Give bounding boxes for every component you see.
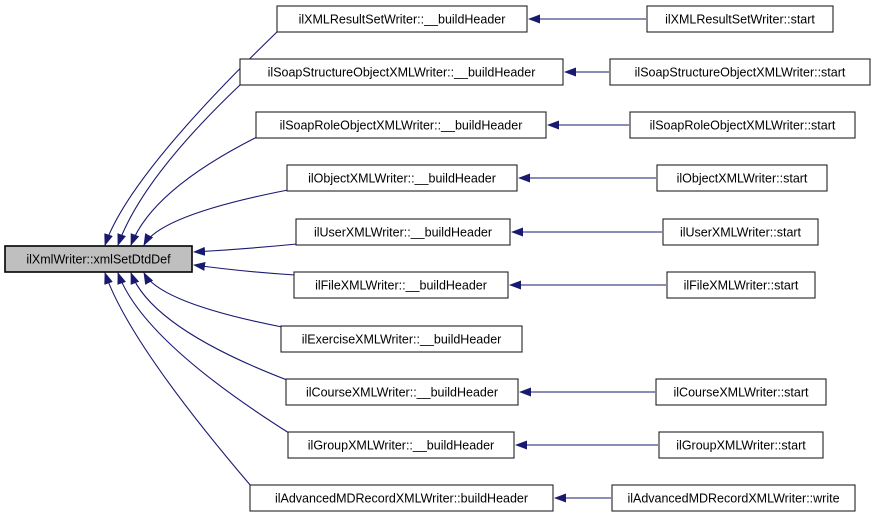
origin-node-2-label[interactable]: ilSoapRoleObjectXMLWriter::start bbox=[650, 119, 836, 133]
origin-node-7-box[interactable] bbox=[655, 378, 827, 406]
origin-node-2[interactable]: ilSoapRoleObjectXMLWriter::start bbox=[629, 111, 856, 139]
origin-node-8-label[interactable]: ilGroupXMLWriter::start bbox=[676, 439, 806, 453]
focus-node: ilXmlWriter::xmlSetDtdDef bbox=[4, 245, 193, 273]
edge-caller-3-to-focus bbox=[143, 189, 289, 246]
caller-node-5-box[interactable] bbox=[293, 271, 509, 299]
origin-node-1[interactable]: ilSoapStructureObjectXMLWriter::start bbox=[609, 58, 871, 86]
origin-node-5-box[interactable] bbox=[666, 271, 816, 299]
caller-node-5[interactable]: ilFileXMLWriter::__buildHeader bbox=[293, 271, 509, 299]
caller-node-7-label[interactable]: ilCourseXMLWriter::__buildHeader bbox=[306, 386, 498, 400]
origin-node-1-label[interactable]: ilSoapStructureObjectXMLWriter::start bbox=[635, 66, 846, 80]
origin-node-8[interactable]: ilGroupXMLWriter::start bbox=[658, 431, 824, 459]
edge-caller-9-to-focus bbox=[104, 272, 252, 487]
origin-node-0-label[interactable]: ilXMLResultSetWriter::start bbox=[665, 13, 815, 27]
caller-node-2[interactable]: ilSoapRoleObjectXMLWriter::__buildHeader bbox=[255, 111, 547, 139]
origin-node-1-box[interactable] bbox=[609, 58, 871, 86]
caller-node-9-label[interactable]: ilAdvancedMDRecordXMLWriter::buildHeader bbox=[275, 492, 528, 506]
origin-node-0-box[interactable] bbox=[646, 5, 834, 33]
caller-node-2-label[interactable]: ilSoapRoleObjectXMLWriter::__buildHeader bbox=[280, 119, 523, 133]
caller-node-3-label[interactable]: ilObjectXMLWriter::__buildHeader bbox=[308, 172, 496, 186]
caller-node-4-label[interactable]: ilUserXMLWriter::__buildHeader bbox=[314, 226, 492, 240]
caller-node-6-box[interactable] bbox=[280, 325, 523, 353]
caller-node-1-box[interactable] bbox=[239, 58, 564, 86]
origin-node-4-label[interactable]: ilUserXMLWriter::start bbox=[680, 226, 802, 240]
caller-node-3-box[interactable] bbox=[286, 164, 518, 192]
caller-node-7-box[interactable] bbox=[285, 378, 519, 406]
origin-node-4-box[interactable] bbox=[662, 218, 819, 246]
caller-node-6[interactable]: ilExerciseXMLWriter::__buildHeader bbox=[280, 325, 523, 353]
caller-node-0[interactable]: ilXMLResultSetWriter::__buildHeader bbox=[276, 5, 528, 33]
edge-caller-2-to-focus bbox=[130, 136, 258, 246]
caller-node-6-label[interactable]: ilExerciseXMLWriter::__buildHeader bbox=[302, 333, 502, 347]
caller-node-0-box[interactable] bbox=[276, 5, 528, 33]
origin-node-3[interactable]: ilObjectXMLWriter::start bbox=[656, 164, 828, 192]
origin-node-7[interactable]: ilCourseXMLWriter::start bbox=[655, 378, 827, 406]
edge-caller-7-to-focus bbox=[130, 272, 288, 381]
origin-node-8-box[interactable] bbox=[658, 431, 824, 459]
focus-node-label: ilXmlWriter::xmlSetDtdDef bbox=[26, 253, 171, 267]
origin-node-5[interactable]: ilFileXMLWriter::start bbox=[666, 271, 816, 299]
origin-node-9-label[interactable]: ilAdvancedMDRecordXMLWriter::write bbox=[627, 492, 839, 506]
edge-caller-1-to-focus bbox=[117, 83, 242, 246]
caller-node-1-label[interactable]: ilSoapStructureObjectXMLWriter::__buildH… bbox=[268, 66, 536, 80]
origin-node-5-label[interactable]: ilFileXMLWriter::start bbox=[684, 279, 799, 293]
origin-node-4[interactable]: ilUserXMLWriter::start bbox=[662, 218, 819, 246]
caller-node-7[interactable]: ilCourseXMLWriter::__buildHeader bbox=[285, 378, 519, 406]
caller-node-3[interactable]: ilObjectXMLWriter::__buildHeader bbox=[286, 164, 518, 192]
focus-node-box bbox=[4, 245, 193, 273]
caller-node-8-label[interactable]: ilGroupXMLWriter::__buildHeader bbox=[308, 439, 494, 453]
caller-node-8[interactable]: ilGroupXMLWriter::__buildHeader bbox=[287, 431, 515, 459]
origin-node-9[interactable]: ilAdvancedMDRecordXMLWriter::write bbox=[611, 484, 856, 512]
caller-node-9[interactable]: ilAdvancedMDRecordXMLWriter::buildHeader bbox=[249, 484, 554, 512]
origin-node-2-box[interactable] bbox=[629, 111, 856, 139]
edge-caller-5-to-focus bbox=[193, 262, 296, 276]
caller-node-5-label[interactable]: ilFileXMLWriter::__buildHeader bbox=[315, 279, 487, 293]
caller-node-1[interactable]: ilSoapStructureObjectXMLWriter::__buildH… bbox=[239, 58, 564, 86]
caller-node-2-box[interactable] bbox=[255, 111, 547, 139]
caller-node-8-box[interactable] bbox=[287, 431, 515, 459]
origin-node-0[interactable]: ilXMLResultSetWriter::start bbox=[646, 5, 834, 33]
edge-caller-8-to-focus bbox=[117, 272, 290, 434]
origin-node-3-label[interactable]: ilObjectXMLWriter::start bbox=[677, 172, 808, 186]
edge-caller-4-to-focus bbox=[193, 243, 298, 256]
edge-caller-6-to-focus bbox=[143, 272, 283, 328]
origin-node-3-box[interactable] bbox=[656, 164, 828, 192]
caller-node-0-label[interactable]: ilXMLResultSetWriter::__buildHeader bbox=[299, 13, 506, 27]
caller-node-9-box[interactable] bbox=[249, 484, 554, 512]
caller-node-4-box[interactable] bbox=[295, 218, 511, 246]
origin-node-9-box[interactable] bbox=[611, 484, 856, 512]
origin-node-7-label[interactable]: ilCourseXMLWriter::start bbox=[674, 386, 810, 400]
caller-node-4[interactable]: ilUserXMLWriter::__buildHeader bbox=[295, 218, 511, 246]
